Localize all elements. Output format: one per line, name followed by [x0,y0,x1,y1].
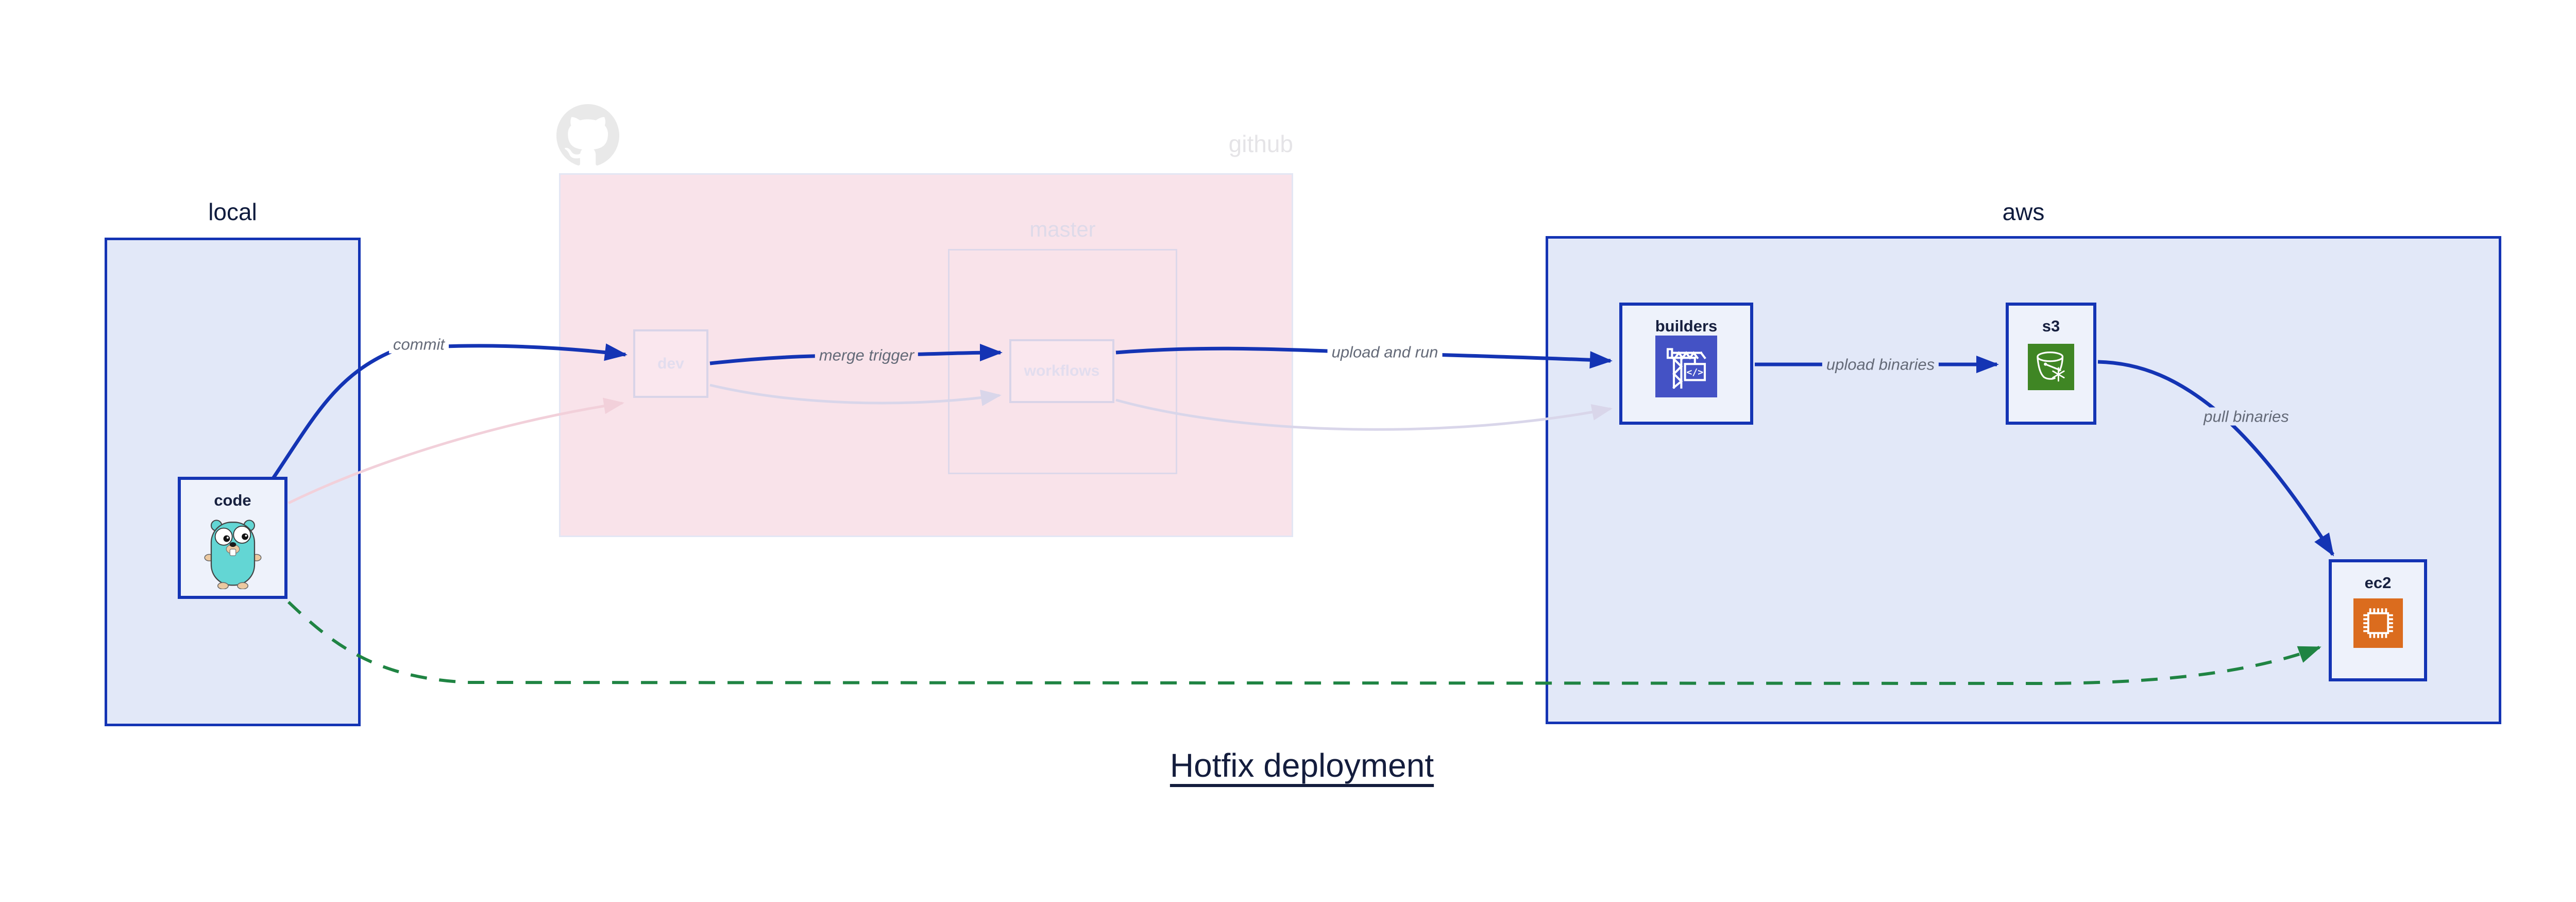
edge-label-upload-and-run: upload and run [1327,343,1443,361]
edge-label-commit: commit [389,335,449,354]
node-s3: s3 [2006,303,2096,425]
github-logo-icon [556,104,619,165]
aws-s3-bucket-icon [2028,344,2074,390]
node-dev: dev [633,329,708,398]
edge-label-pull-binaries: pull binaries [2199,407,2293,426]
svg-text:</>: </> [1687,367,1704,378]
aws-codebuild-icon: </> [1655,336,1717,397]
node-code: code [178,477,287,599]
group-github-label: github [1228,130,1293,157]
node-dev-label: dev [657,355,684,372]
go-gopher-icon [204,520,261,589]
diagram-title: Hotfix deployment [1170,747,1434,784]
node-workflows-label: workflows [1024,362,1100,379]
node-workflows: workflows [1009,339,1114,403]
edge-dev-workflows-faded [709,383,1002,406]
node-ec2-label: ec2 [2364,574,2392,592]
node-ec2: ec2 [2329,559,2427,681]
group-master [948,249,1177,474]
edge-code-dev-faded [287,397,624,505]
group-aws-label: aws [2002,198,2045,225]
edge-label-merge-trigger: merge trigger [815,346,919,364]
node-builders-label: builders [1655,317,1718,335]
node-code-label: code [214,491,251,509]
edge-label-upload-binaries: upload binaries [1822,355,1939,374]
aws-ec2-icon [2353,598,2403,648]
group-local-label: local [208,198,257,225]
group-master-label: master [1029,217,1096,241]
node-builders: builders </> [1619,303,1753,425]
edge-hotfix-code-ec2 [287,600,2321,686]
edge-workflows-builders-faded [1115,398,1613,431]
node-s3-label: s3 [2042,317,2060,335]
